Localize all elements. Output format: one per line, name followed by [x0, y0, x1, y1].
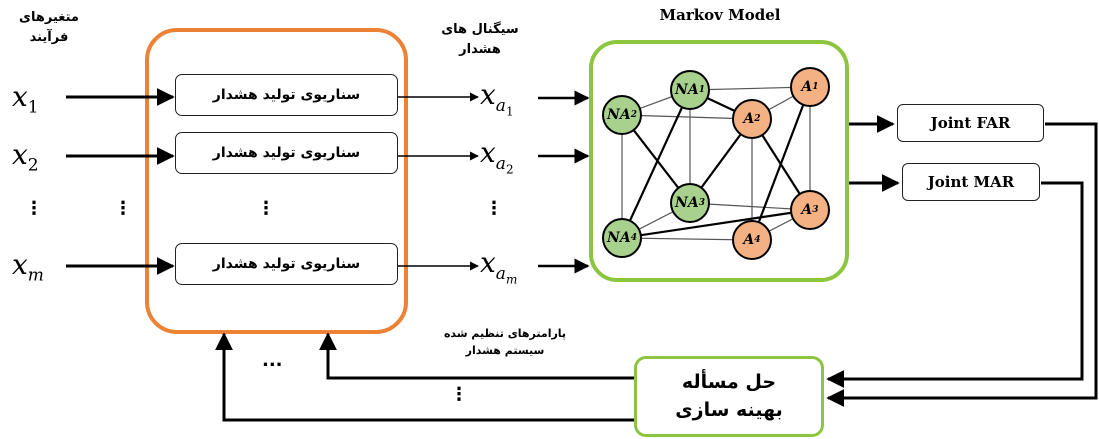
process-block	[145, 28, 408, 334]
scenario-box-2: سناریوی تولید هشدار	[175, 132, 398, 174]
optimization-box: حل مسأله بهینه سازی	[634, 356, 824, 437]
signal-xam: xam	[480, 246, 518, 286]
alarm-signals-label: سیگنال های هشدار	[441, 22, 519, 58]
input-x1: x1	[12, 80, 39, 118]
markov-block	[589, 40, 849, 282]
markov-model-title: Markov Model	[659, 6, 781, 24]
input-xm: xm	[12, 248, 44, 286]
signal-xa2: xa2	[480, 136, 514, 176]
tuned-params-line	[319, 332, 634, 380]
scenario-box-1: سناریوی تولید هشدار	[175, 74, 398, 116]
ellipsis-feedback-horizontal: ...	[262, 350, 283, 371]
far-feedback-line	[826, 122, 1098, 407]
ellipsis-gap: ⋮	[114, 198, 132, 219]
joint-mar-box: Joint MAR	[902, 163, 1040, 201]
ellipsis-scenarios: ⋮	[257, 198, 275, 219]
feedback-line-bottom	[215, 332, 634, 422]
tuned-params-label: پارامترهای تنظیم شده سیستم هشدار	[443, 327, 567, 358]
markov-graph-transitions	[621, 86, 812, 241]
mar-feedback-line	[826, 181, 1084, 388]
ellipsis-feedback-vertical: ⋮	[450, 384, 468, 405]
scenario-box-m: سناریوی تولید هشدار	[175, 243, 398, 285]
signal-xa1: xa1	[480, 78, 514, 118]
process-variables-label: متغیرهای فرآیند	[19, 10, 79, 46]
input-x2: x2	[12, 138, 39, 176]
ellipsis-inputs: ⋮	[25, 198, 43, 219]
joint-far-box: Joint FAR	[897, 104, 1044, 142]
ellipsis-signals: ⋮	[485, 198, 503, 219]
